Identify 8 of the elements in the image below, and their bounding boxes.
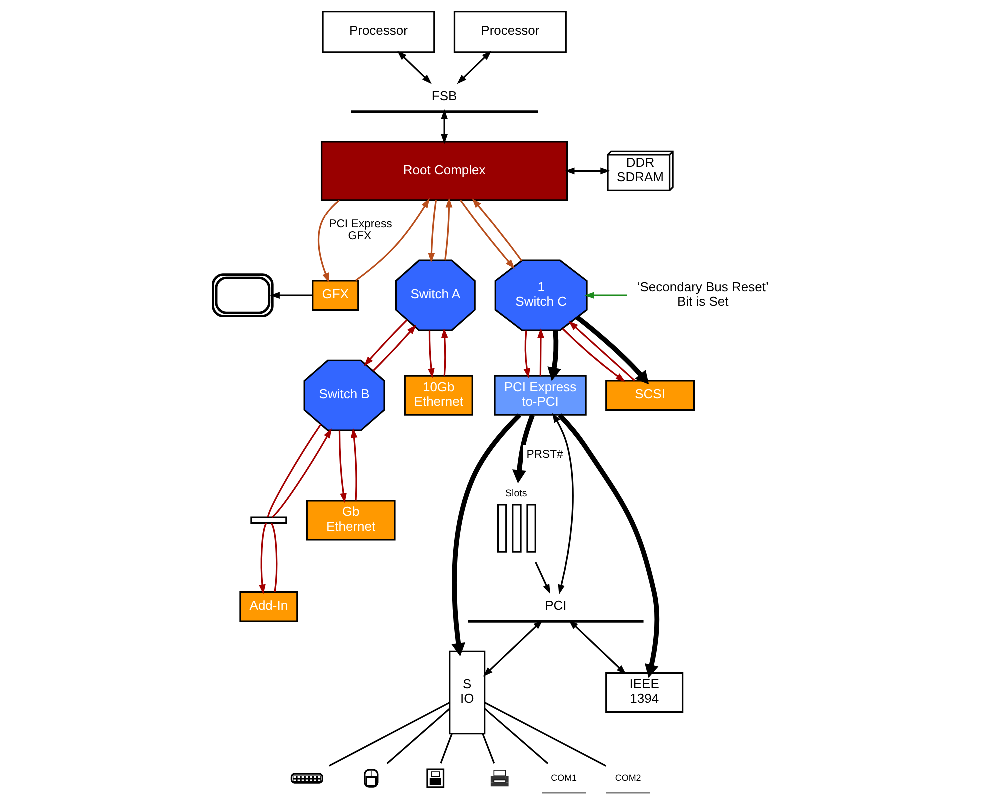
edge-label: PRST# — [526, 448, 563, 461]
edge-label: PCI Express GFX — [328, 218, 392, 243]
node-text: FSB — [431, 88, 457, 104]
node-label: Slots — [505, 488, 527, 500]
node-text: PCI — [544, 598, 566, 614]
node-text: ‘Secondary Bus Reset’ Bit is Set — [636, 279, 768, 309]
node-text: COM2 — [614, 772, 641, 783]
node-text: COM1 — [550, 772, 577, 783]
